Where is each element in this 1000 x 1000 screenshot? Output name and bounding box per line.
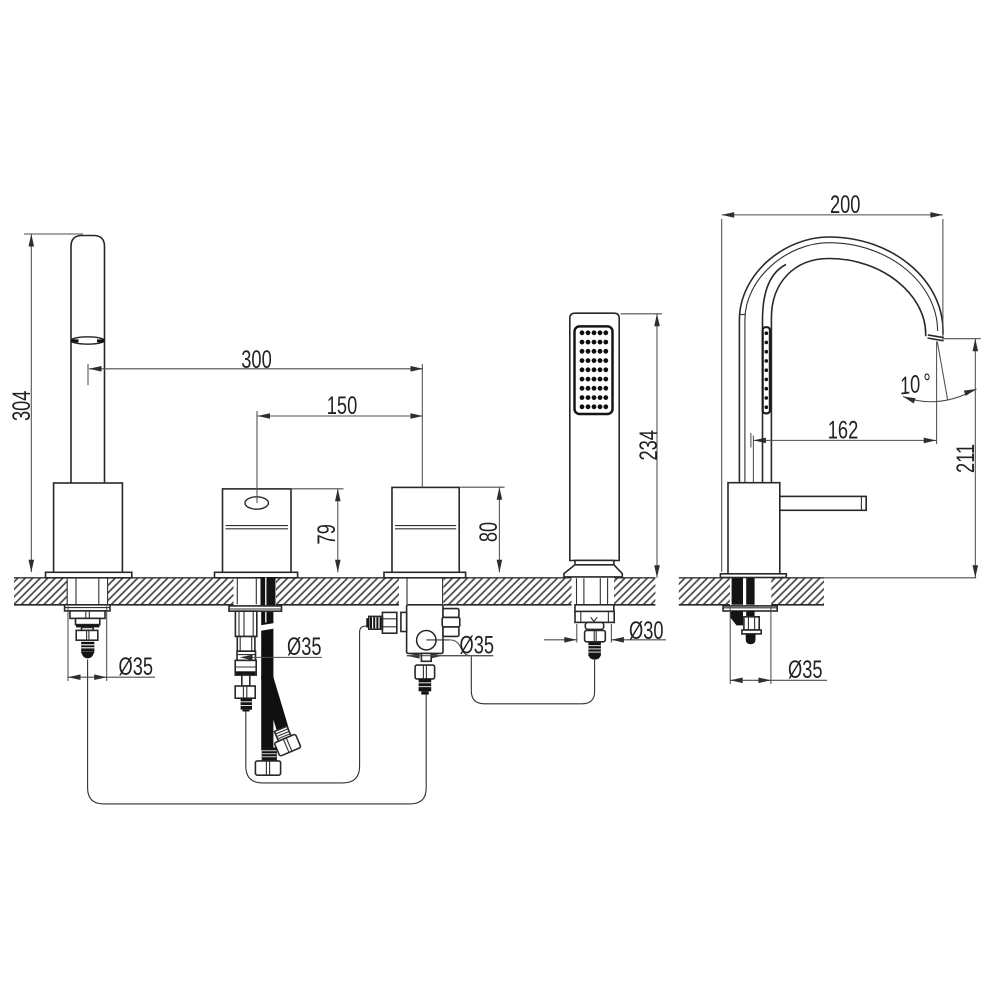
svg-text:80: 80: [474, 522, 503, 542]
svg-text:150: 150: [327, 391, 357, 420]
svg-text:200: 200: [830, 190, 860, 219]
svg-text:10 °: 10 °: [898, 368, 933, 401]
svg-text:Ø35: Ø35: [788, 655, 822, 684]
svg-text:79: 79: [312, 524, 341, 544]
svg-text:Ø35: Ø35: [460, 630, 494, 659]
svg-text:162: 162: [828, 416, 858, 445]
svg-text:Ø30: Ø30: [629, 616, 663, 645]
svg-text:Ø35: Ø35: [287, 632, 321, 661]
svg-text:234: 234: [634, 430, 663, 460]
svg-text:Ø35: Ø35: [119, 652, 153, 681]
svg-text:304: 304: [7, 391, 36, 421]
svg-text:211: 211: [951, 444, 980, 473]
svg-text:300: 300: [241, 345, 271, 374]
